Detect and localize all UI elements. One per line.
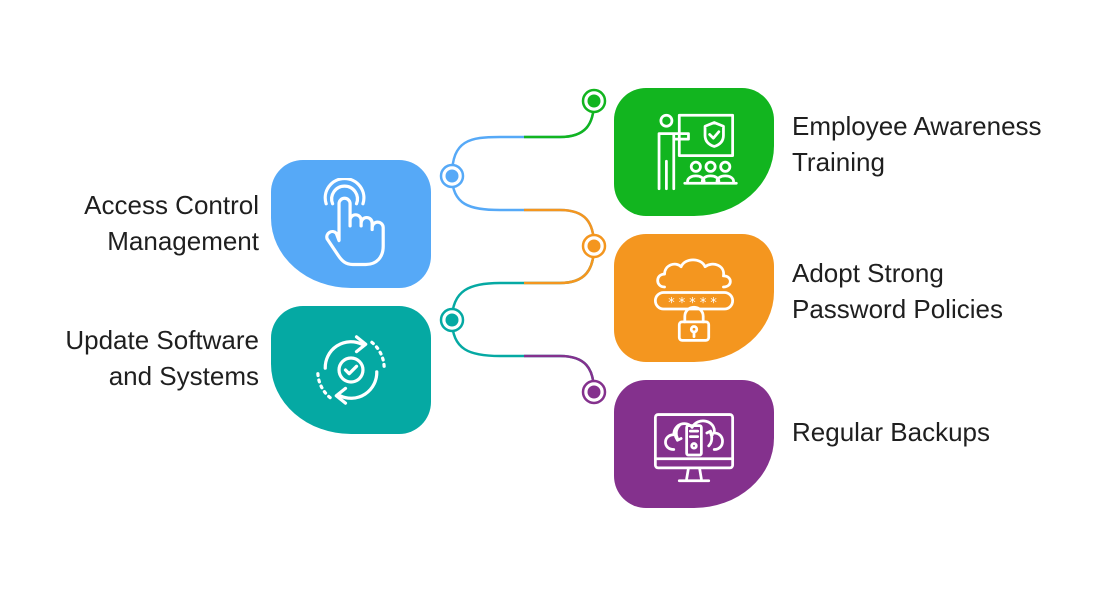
password-policies-label: Adopt Strong Password Policies	[792, 255, 1003, 327]
employee-training-line1: Employee Awareness	[792, 111, 1042, 141]
update-software-label: Update Software and Systems	[65, 322, 259, 394]
employee-training-tile	[614, 88, 774, 216]
cloud-password-lock-icon: * * * * *	[653, 258, 735, 342]
update-software-line1: Update Software	[65, 325, 259, 355]
node-backups	[581, 379, 607, 405]
node-update	[439, 307, 465, 333]
update-software-tile	[271, 306, 431, 434]
password-policies-tile: * * * * *	[614, 234, 774, 362]
svg-text:* * * * *: * * * * *	[668, 296, 717, 311]
pointing-hand-icon	[323, 178, 385, 267]
password-policies-line2: Password Policies	[792, 294, 1003, 324]
access-control-tile	[271, 160, 431, 288]
regular-backups-label: Regular Backups	[792, 414, 990, 450]
employee-training-label: Employee Awareness Training	[792, 108, 1042, 180]
regular-backups-line1: Regular Backups	[792, 417, 990, 447]
connector-update-to-backups	[450, 319, 596, 393]
access-control-label: Access Control Management	[84, 187, 259, 259]
node-training	[581, 88, 607, 114]
node-access	[439, 163, 465, 189]
employee-training-line2: Training	[792, 147, 885, 177]
connector-access-to-training	[450, 100, 596, 177]
sync-check-icon	[316, 335, 386, 405]
node-password	[581, 233, 607, 259]
connector-update-to-password	[450, 245, 596, 321]
access-control-line1: Access Control	[84, 190, 259, 220]
presentation-training-icon	[657, 113, 738, 191]
regular-backups-tile	[614, 380, 774, 508]
access-control-line2: Management	[107, 226, 259, 256]
update-software-line2: and Systems	[108, 361, 259, 391]
password-policies-line1: Adopt Strong	[792, 258, 944, 288]
cloud-backup-monitor-icon	[653, 413, 735, 483]
